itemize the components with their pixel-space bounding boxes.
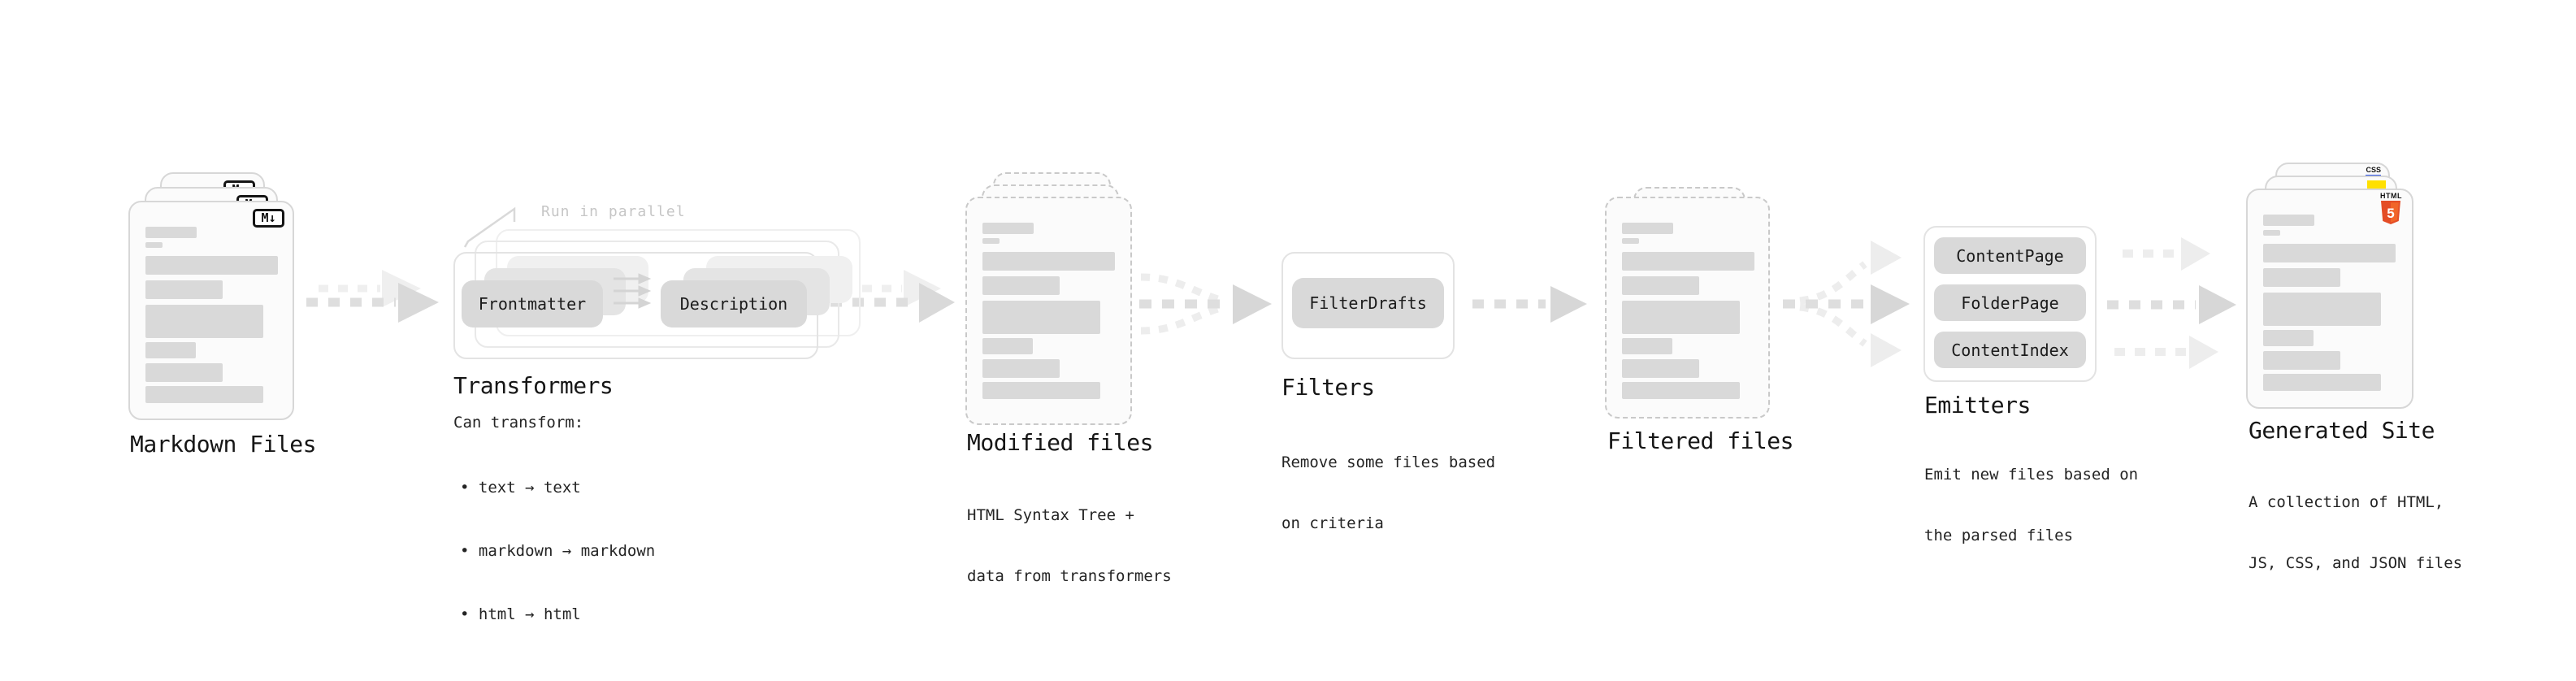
doc-text-line [982, 301, 1100, 334]
stage-label-markdown-files: Markdown Files [130, 431, 317, 458]
doc-text-line [2263, 330, 2314, 346]
bullet-item: • html → html [460, 605, 581, 623]
html5-icon-label: HTML [2380, 192, 2402, 200]
stage-label-generated-site: Generated Site [2249, 417, 2435, 444]
doc-text-line [2263, 244, 2396, 262]
filtered-file-card-front [1605, 197, 1770, 419]
doc-text-line [1622, 223, 1673, 234]
bullet-item: • markdown → markdown [460, 542, 656, 560]
arrow-modified-to-filters [1139, 273, 1272, 335]
doc-text-line [1622, 382, 1740, 399]
doc-text-line [1622, 276, 1699, 295]
doc-text-line [145, 363, 223, 382]
doc-text-line [1622, 301, 1740, 334]
doc-text-line [982, 276, 1060, 295]
filters-box [1281, 252, 1455, 359]
svg-text:5: 5 [2387, 206, 2394, 221]
doc-text-line [2263, 230, 2280, 236]
emitters-caption: Emit new files based on the parsed files [1924, 424, 2138, 587]
doc-text-line [2263, 215, 2314, 226]
bullet-item: • text → text [460, 479, 581, 497]
frontmatter-pill: Frontmatter [462, 280, 603, 327]
stage-label-modified-files: Modified files [967, 429, 1154, 456]
doc-text-line [145, 256, 278, 275]
run-in-parallel-annotation: Run in parallel [541, 203, 686, 220]
folder-page-pill: FolderPage [1934, 284, 2086, 321]
stage-label-filtered-files: Filtered files [1607, 427, 1794, 454]
caption-line: data from transformers [967, 567, 1172, 585]
caption-line: JS, CSS, and JSON files [2249, 554, 2463, 572]
arrow-markdown-to-transformers [306, 270, 439, 323]
markdown-icon: M↓ [253, 209, 284, 228]
filters-caption: Remove some files based on criteria [1281, 412, 1495, 575]
arrow-filtered-to-emitters [1783, 241, 1910, 367]
arrow-transformers-to-modified [830, 270, 955, 323]
doc-text-line [1622, 238, 1639, 244]
modified-files-caption: HTML Syntax Tree + data from transformer… [967, 465, 1172, 627]
doc-text-line [982, 223, 1034, 234]
description-pill: Description [661, 280, 807, 327]
doc-text-line [982, 382, 1100, 399]
modified-file-card-front [965, 197, 1132, 425]
transformers-caption-title: Can transform: [453, 414, 584, 432]
doc-text-line [1622, 359, 1699, 378]
content-page-pill: ContentPage [1934, 237, 2086, 274]
stage-label-filters: Filters [1281, 374, 1375, 401]
generated-site-caption: A collection of HTML, JS, CSS, and JSON … [2249, 452, 2462, 614]
filter-drafts-pill: FilterDrafts [1292, 278, 1444, 328]
generated-file-card-front: HTML 5 [2246, 189, 2413, 409]
caption-line: A collection of HTML, [2249, 493, 2444, 511]
doc-text-line [1622, 338, 1672, 354]
doc-text-line [145, 386, 263, 403]
stage-label-transformers: Transformers [453, 372, 614, 399]
doc-text-line [982, 252, 1115, 271]
doc-text-line [145, 242, 163, 248]
arrow-filters-to-filtered [1472, 286, 1587, 323]
arrow-emitters-to-generated [2107, 237, 2236, 369]
doc-text-line [145, 305, 263, 338]
markdown-file-card-front: M↓ [128, 201, 294, 420]
doc-text-line [2263, 351, 2340, 370]
javascript-icon [2367, 180, 2386, 189]
caption-line: the parsed files [1924, 527, 2074, 544]
doc-text-line [982, 238, 1000, 244]
doc-text-line [982, 338, 1033, 354]
html5-icon: HTML 5 [2380, 192, 2402, 225]
doc-text-line [2263, 293, 2381, 326]
doc-text-line [982, 359, 1060, 378]
caption-line: Emit new files based on [1924, 466, 2139, 484]
emitters-box [1923, 226, 2097, 382]
caption-line: on criteria [1281, 514, 1384, 532]
stage-label-emitters: Emitters [1924, 392, 2031, 419]
doc-text-line [2263, 268, 2340, 287]
doc-text-line [145, 227, 197, 238]
doc-text-line [2263, 374, 2381, 391]
doc-text-line [145, 280, 223, 299]
transformers-bullet-list: • text → text • markdown → markdown • ht… [460, 435, 655, 667]
caption-line: Remove some files based [1281, 453, 1496, 471]
doc-text-line [145, 342, 196, 358]
doc-text-line [1622, 252, 1754, 271]
caption-line: HTML Syntax Tree + [967, 506, 1134, 524]
content-index-pill: ContentIndex [1934, 332, 2086, 368]
